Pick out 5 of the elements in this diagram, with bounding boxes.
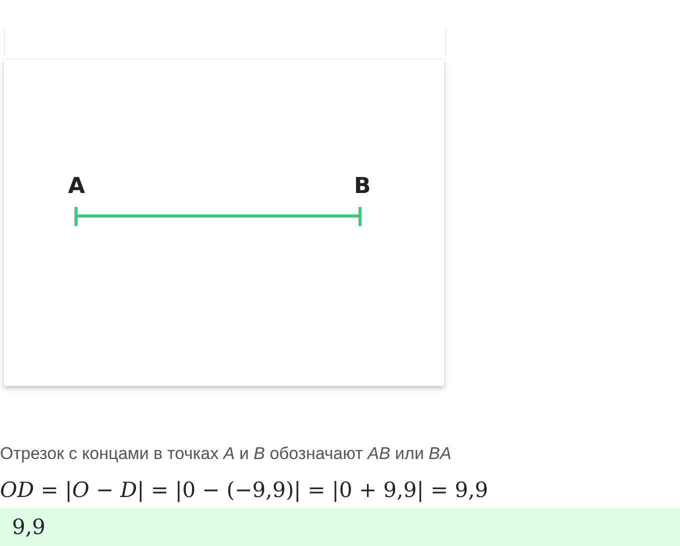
point-label: B [354,174,371,199]
point-label: A [68,174,86,199]
answer-text: 9,9 [0,508,680,546]
definition-text: Отрезок с концами в точках A и B обозначают AB или BA [0,444,452,464]
formula-text: OD = |O − D| = |0 − (−9,9)| = |0 + 9,9| = 9,9 [0,478,488,502]
